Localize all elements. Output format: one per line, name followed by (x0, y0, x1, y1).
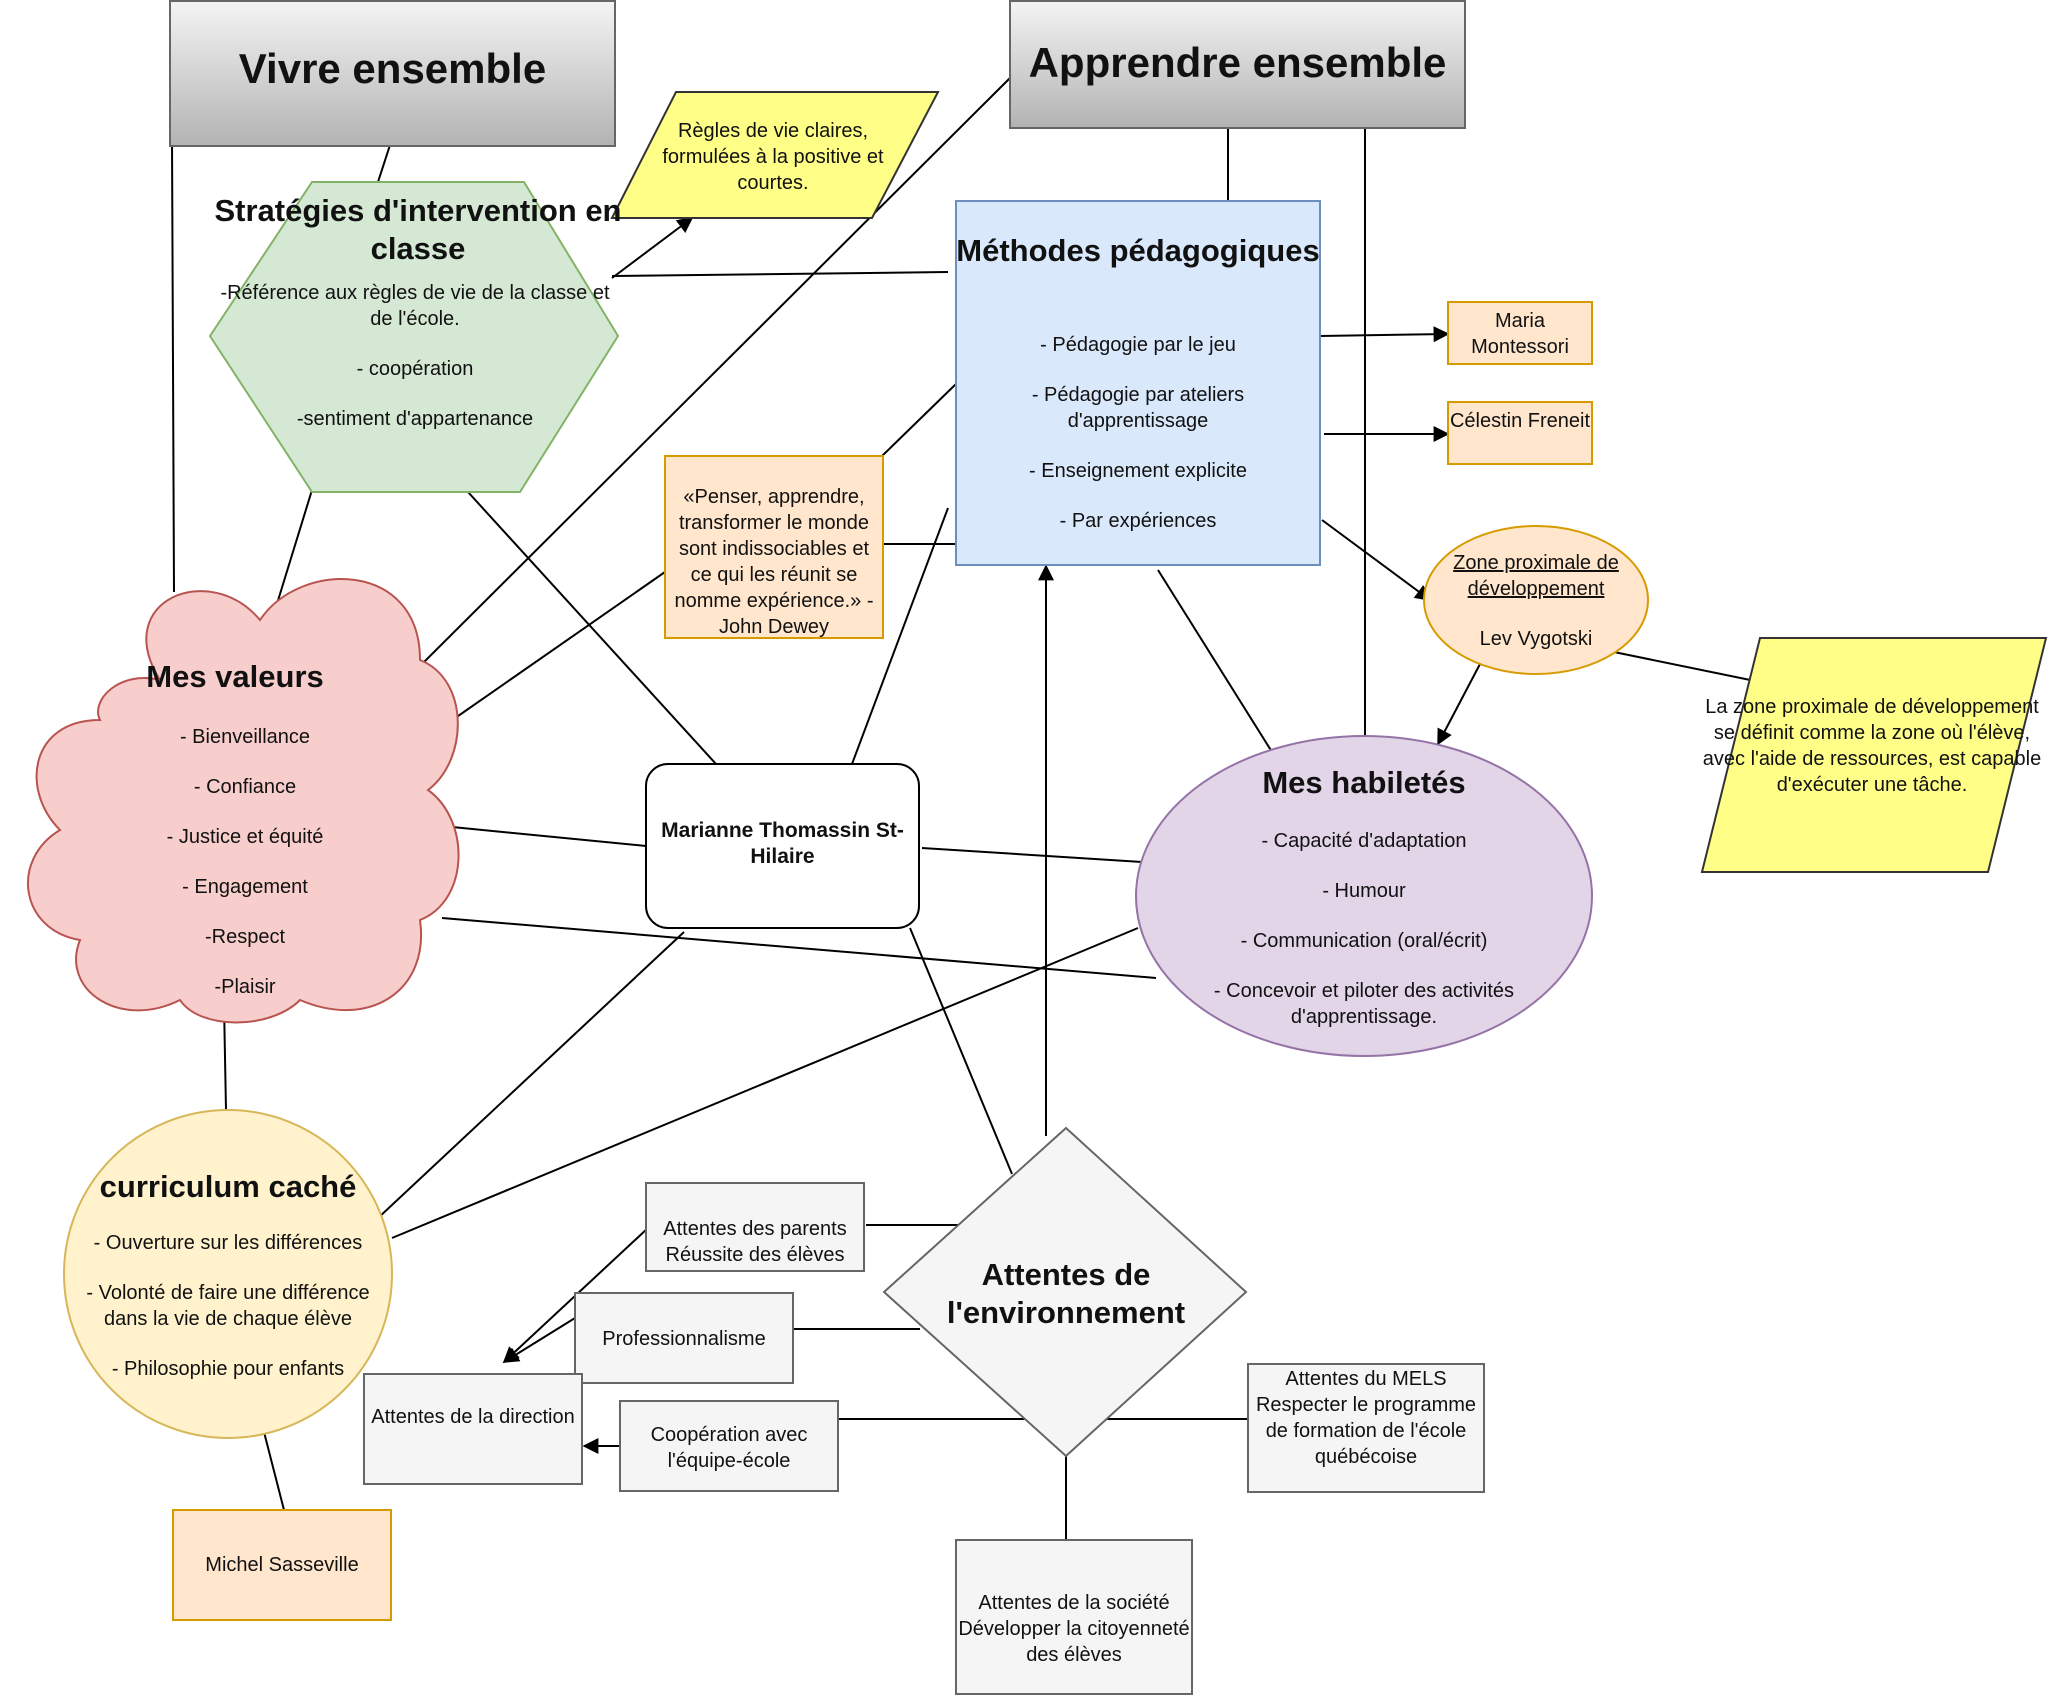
curriculum-title: curriculum caché (99, 1169, 357, 1204)
methodes-box (955, 200, 1321, 566)
valeurs-title: Mes valeurs (146, 659, 324, 694)
connector-center-curriculum (377, 931, 685, 1219)
arrow-profess-direction (502, 1317, 576, 1363)
sasseville-box (172, 1509, 392, 1621)
curriculum-item: - Volonté de faire une différence dans l… (86, 1282, 370, 1330)
zpd-author: Lev Vygotski (1479, 628, 1593, 650)
arrow-methodes-montessori (1319, 326, 1450, 343)
habiletes-item: - Communication (oral/écrit) (1240, 930, 1488, 952)
curriculum-item: - Ouverture sur les différences (93, 1232, 363, 1254)
strategies-hexagon (208, 181, 620, 493)
connector-center-valeurs (441, 825, 647, 847)
connector-dewey-methodes-upper (881, 381, 959, 457)
zpd-text: Zone proximale de développement Lev Vygo… (1432, 550, 1640, 652)
zpd-definition: La zone proximale de développement se dé… (1702, 696, 2042, 796)
curriculum-item: - Philosophie pour enfants (111, 1358, 345, 1380)
cooperation-text: Coopération avec l'équipe-école (650, 1424, 808, 1472)
methodes-item: - Par expériences (1059, 510, 1217, 532)
strategies-item: -sentiment d'appartenance (296, 408, 534, 430)
environnement-diamond (882, 1126, 1248, 1458)
strategies-title: Stratégies d'intervention en classe (214, 193, 622, 266)
methodes-title: Méthodes pédagogiques (956, 233, 1320, 268)
curriculum-items: - Ouverture sur les différences - Volont… (64, 1230, 392, 1382)
dewey-quote: «Penser, apprendre, transformer le monde… (674, 486, 874, 638)
valeurs-item: - Engagement (182, 876, 308, 898)
center-box (645, 763, 920, 929)
profess-box (574, 1292, 794, 1384)
parents-box (645, 1182, 865, 1272)
mels-text: Attentes du MELS Respecter le programme … (1255, 1368, 1477, 1468)
connector-strategies-center (467, 491, 717, 765)
methodes-item: - Pédagogie par ateliers d'apprentissage (1031, 384, 1245, 432)
methodes-item: - Enseignement explicite (1029, 460, 1247, 482)
connector-strategies-valeurs (271, 489, 313, 621)
montessori-box (1447, 301, 1593, 365)
methodes-items: - Pédagogie par le jeu - Pédagogie par a… (1000, 332, 1276, 534)
habiletes-items: - Capacité d'adaptation - Humour - Commu… (1186, 828, 1542, 1030)
cooperation-box (619, 1400, 839, 1492)
connector-curriculum-sasseville (263, 1431, 285, 1511)
connector-strategies-methodes (611, 271, 949, 277)
valeurs-item: - Bienveillance (179, 726, 311, 748)
environnement-title: Attentes de l'environnement (946, 1257, 1186, 1330)
connector-center-habiletes (921, 847, 1143, 863)
strategies-items: -Référence aux règles de vie de la class… (212, 280, 618, 432)
curriculum-circle (63, 1109, 393, 1439)
sasseville-text: Michel Sasseville (205, 1554, 359, 1576)
connector-apprendre-valeurs (417, 77, 1011, 669)
freneit-box (1447, 401, 1593, 465)
connector-dewey-valeurs (437, 571, 666, 731)
strategies-item: -Référence aux règles de vie de la class… (220, 282, 610, 330)
connector-center-environnement (909, 927, 1013, 1175)
habiletes-item: - Concevoir et piloter des activités d'a… (1213, 980, 1515, 1028)
connector-vivre-valeurs (171, 139, 175, 593)
direction-box (363, 1373, 583, 1485)
mels-box (1247, 1363, 1485, 1493)
connectors (171, 77, 1761, 1540)
habiletes-item: - Capacité d'adaptation (1261, 830, 1467, 852)
profess-text: Professionnalisme (602, 1328, 766, 1350)
valeurs-item: - Confiance (193, 776, 297, 798)
direction-text: Attentes de la direction (371, 1406, 575, 1428)
connector-center-methodes (851, 507, 949, 765)
connector-valeurs-habiletes (441, 917, 1157, 979)
zpd-ellipse (1423, 525, 1649, 675)
zpd-def-parallelogram (1700, 637, 2048, 873)
vivre-ensemble-title: Vivre ensemble (238, 45, 547, 92)
parents-text: Attentes des parents Réussite des élèves (663, 1218, 847, 1266)
valeurs-item: -Respect (204, 926, 286, 948)
societe-text: Attentes de la société Développer la cit… (958, 1592, 1190, 1666)
societe-box (955, 1539, 1193, 1695)
connector-zpd-def (1613, 651, 1761, 683)
valeurs-item: - Justice et équité (166, 826, 324, 848)
regles-text: Règles de vie claires, formulées à la po… (662, 120, 884, 194)
connector-methodes-habiletes (1157, 569, 1273, 753)
dewey-box (664, 455, 884, 639)
regles-parallelogram (610, 91, 940, 219)
valeurs-item: -Plaisir (214, 976, 276, 998)
zpd-title: Zone proximale de développement (1453, 552, 1619, 600)
center-name: Marianne Thomassin St-Hilaire (661, 819, 904, 868)
arrow-strategies-regles (611, 217, 694, 279)
arrow-methodes-zpd (1321, 519, 1432, 601)
connector-vivre-strategies (377, 144, 391, 183)
valeurs-items: - Bienveillance - Confiance - Justice et… (90, 724, 400, 1000)
valeurs-cloud (26, 578, 460, 1024)
apprendre-ensemble-box (1009, 0, 1466, 129)
arrow-zpd-habiletes (1437, 663, 1481, 746)
methodes-item: - Pédagogie par le jeu (1040, 334, 1236, 356)
strategies-item: - coopération (356, 358, 474, 380)
apprendre-ensemble-title: Apprendre ensemble (1028, 39, 1447, 86)
vivre-ensemble-box (169, 0, 616, 147)
montessori-text: Maria Montessori (1471, 310, 1569, 358)
connector-curriculum-habiletes (391, 927, 1139, 1239)
habiletes-ellipse (1135, 735, 1593, 1057)
habiletes-item: - Humour (1322, 880, 1406, 902)
habiletes-title: Mes habiletés (1262, 765, 1466, 800)
freneit-text: Célestin Freneit (1449, 410, 1591, 432)
